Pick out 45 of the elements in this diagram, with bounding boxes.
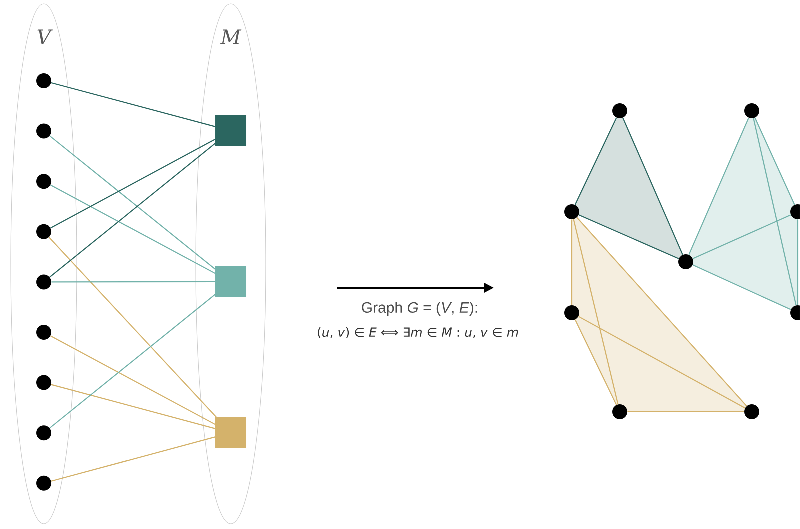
vertex-dot	[36, 124, 52, 139]
connector-line	[51, 82, 216, 128]
vertex-dot	[612, 404, 628, 420]
connector-line	[48, 237, 217, 418]
connector-line	[574, 118, 618, 206]
connector-line	[571, 220, 573, 306]
connector-line	[50, 336, 216, 426]
connector-line	[578, 316, 746, 409]
vertex-dot	[36, 426, 52, 441]
connector-line	[692, 264, 792, 310]
connector-line	[622, 118, 684, 256]
vertex-dot	[36, 476, 52, 491]
vertex-dot	[36, 375, 52, 390]
vertex-dot	[36, 325, 52, 340]
formula-text: Graph G = (V, E):	[362, 302, 478, 316]
connector-line	[692, 214, 792, 260]
vertex-dot	[36, 174, 52, 190]
formula-text: (u, v) ∈ E ⟺ ∃m ∈ M : u, v ∈ m	[318, 327, 518, 339]
vertex-dot	[744, 404, 760, 420]
connector-line	[50, 184, 216, 274]
connector-line	[51, 436, 216, 482]
connector-line	[754, 118, 796, 206]
connector-line	[50, 294, 216, 429]
connector-line	[50, 138, 216, 229]
connector-line	[573, 219, 619, 405]
vertex-dot	[36, 274, 52, 290]
hyperedge-square	[216, 418, 246, 448]
vertex-dot	[36, 74, 52, 88]
connector-line	[628, 411, 744, 413]
vertex-dot	[564, 204, 580, 220]
vertex-dot	[744, 104, 760, 118]
vertex-dot	[678, 254, 694, 270]
connector-line	[574, 320, 618, 406]
vertex-dot	[612, 104, 628, 118]
hyperedge-square	[216, 116, 246, 146]
hyperedge-square	[216, 266, 246, 298]
connector-line	[576, 217, 748, 407]
connector-line	[578, 214, 680, 260]
vertex-dot	[564, 306, 580, 320]
connector-line	[753, 118, 797, 306]
connector-line	[688, 118, 750, 256]
connector-line	[797, 220, 799, 306]
connector-line	[51, 384, 216, 430]
vertex-dot	[36, 224, 52, 240]
connector-line	[52, 281, 216, 283]
